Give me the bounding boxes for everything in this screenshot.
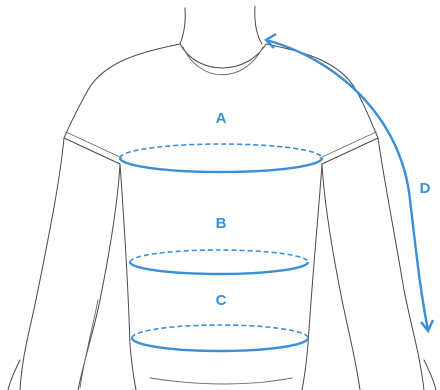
hip-ellipse-front	[132, 338, 308, 351]
waist-measurement	[130, 250, 308, 274]
hip-measurement	[132, 325, 308, 351]
label-d: D	[420, 180, 431, 197]
chest-ellipse-front	[120, 158, 322, 172]
label-a: A	[216, 110, 227, 127]
label-b: B	[216, 215, 227, 232]
waist-ellipse-back	[130, 250, 308, 262]
chest-ellipse-back	[120, 144, 322, 158]
label-c: C	[216, 292, 227, 309]
arm-length-measurement	[266, 34, 433, 331]
waist-ellipse-front	[130, 262, 308, 274]
body-outline	[8, 6, 436, 390]
chest-measurement	[120, 144, 322, 172]
hip-ellipse-back	[132, 325, 308, 338]
